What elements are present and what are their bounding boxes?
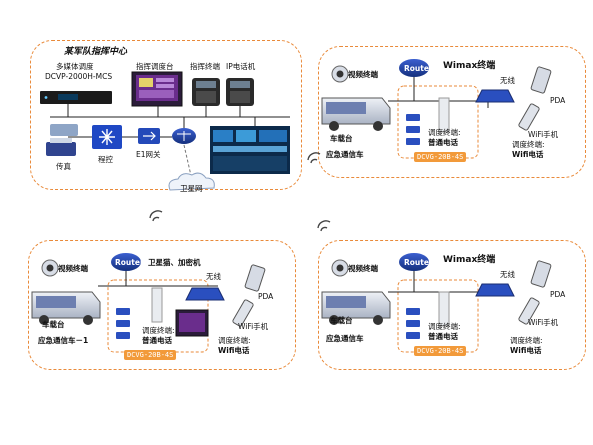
hq-e1-gateway-label: E1网关 xyxy=(136,150,161,159)
dispatch-console-icon xyxy=(131,71,183,107)
wimax-device-icon xyxy=(475,283,515,297)
dcvp-server-icon xyxy=(40,91,112,104)
left-vehicle-console-label: 车载台 xyxy=(42,320,65,329)
server-tower-icon xyxy=(438,291,450,327)
left-wifi-phone-label: WiFi手机 xyxy=(238,322,269,331)
top-dcvg-badge: DCVG-20B-4S xyxy=(414,152,467,162)
van-icon xyxy=(321,291,391,325)
right-wireless-label: 无线 xyxy=(500,270,515,279)
right-vehicle-console-label: 车载台 xyxy=(330,316,353,325)
hq-model-label: DCVP-2000H-MCS xyxy=(45,72,113,81)
satellite-cloud-icon xyxy=(168,172,215,191)
phone-set-icon xyxy=(116,308,130,339)
pda-icon xyxy=(530,66,552,94)
top-router-label: Router xyxy=(404,64,433,73)
right-dcvg-badge: DCVG-20B-4S xyxy=(414,346,467,356)
hq-panel xyxy=(30,40,302,190)
left-video-terminal-label: 视频终端 xyxy=(58,264,88,273)
hq-command-terminal-label: 指挥终端 xyxy=(190,62,220,71)
van-icon xyxy=(321,97,391,131)
server-tower-icon xyxy=(151,287,163,323)
top-vehicle-console-label: 车载台 xyxy=(330,134,353,143)
wifi-phone-icon xyxy=(518,103,540,131)
phone-set-icon xyxy=(406,114,420,145)
ip-phone-icon xyxy=(226,78,254,106)
right-ordinary-phone-label: 普通电话 xyxy=(428,332,458,341)
hq-dispatch-console-label: 指挥调度台 xyxy=(136,62,174,71)
top-pda-label: PDA xyxy=(550,96,566,105)
router-icon xyxy=(399,59,429,77)
left-dispatch-terminal-2-label: 调度终端: xyxy=(218,336,251,345)
vehicle-diagram-top xyxy=(321,59,552,159)
vehicle-left-panel xyxy=(28,240,296,370)
top-dispatch-terminal-2-label: 调度终端: xyxy=(512,140,545,149)
left-ordinary-phone-label: 普通电话 xyxy=(142,336,172,345)
router-icon xyxy=(111,253,141,271)
right-wimax-label: Wimax终端 xyxy=(443,255,496,265)
wifi-phone-icon xyxy=(232,299,254,327)
hq-title: 某军队指挥中心 xyxy=(64,47,128,57)
wimax-device-icon xyxy=(185,287,225,301)
hq-router-icon xyxy=(172,128,196,144)
right-router-label: Router xyxy=(404,258,433,267)
hq-diagram xyxy=(40,71,331,232)
left-pda-label: PDA xyxy=(258,292,274,301)
camera-icon xyxy=(41,259,59,277)
left-wireless-label: 无线 xyxy=(206,272,221,281)
left-satellite-crypto-label: 卫星猫、加密机 xyxy=(148,258,201,267)
top-wifi-phone-2-label: Wifi电话 xyxy=(512,150,544,159)
van-icon xyxy=(31,291,101,325)
control-room-image xyxy=(210,126,290,174)
top-video-terminal-label: 视频终端 xyxy=(348,70,378,79)
router-icon xyxy=(399,253,429,271)
hq-master-control-label: 程控 xyxy=(98,155,113,164)
left-dcvg-badge: DCVG-20B-4S xyxy=(124,350,177,360)
vehicle-top-panel xyxy=(318,46,586,178)
right-dispatch-terminal-label: 调度终端: xyxy=(428,322,461,331)
pda-icon xyxy=(244,264,266,292)
left-router-label: Router xyxy=(115,258,144,267)
hq-fax-label: 传真 xyxy=(56,162,71,171)
e1-gateway-icon xyxy=(138,128,160,144)
right-wifi-phone-2-label: Wifi电话 xyxy=(510,346,542,355)
top-emergency-vehicle-label: 应急通信车 xyxy=(326,150,364,159)
top-wifi-phone-label: WiFi手机 xyxy=(528,130,559,139)
right-dispatch-terminal-2-label: 调度终端: xyxy=(510,336,543,345)
vehicle-right-panel xyxy=(318,240,586,370)
top-wimax-label: Wimax终端 xyxy=(443,61,496,71)
hq-satellite-label: 卫星网 xyxy=(180,184,203,193)
server-tower-icon xyxy=(438,97,450,133)
top-dispatch-terminal-label: 调度终端: xyxy=(428,128,461,137)
wifi-phone-icon xyxy=(518,297,540,325)
phone-set-icon xyxy=(406,308,420,339)
right-video-terminal-label: 视频终端 xyxy=(348,264,378,273)
top-ordinary-phone-label: 普通电话 xyxy=(428,138,458,147)
wifi-signal-icon xyxy=(149,152,331,232)
command-terminal-icon xyxy=(192,78,220,106)
left-dispatch-terminal-label: 调度终端: xyxy=(142,326,175,335)
top-wireless-label: 无线 xyxy=(500,76,515,85)
hq-multimedia-label: 多媒体调度 xyxy=(56,62,94,71)
fax-icon xyxy=(46,124,78,156)
right-pda-label: PDA xyxy=(550,290,566,299)
camera-icon xyxy=(331,65,349,83)
master-control-icon xyxy=(92,125,122,149)
right-wifi-phone-label: WiFi手机 xyxy=(528,318,559,327)
pda-icon xyxy=(530,260,552,288)
wimax-device-icon xyxy=(475,89,515,103)
console-monitor-icon xyxy=(175,309,209,337)
vehicle-diagram-left xyxy=(31,253,266,353)
left-wifi-phone-2-label: Wifi电话 xyxy=(218,346,250,355)
left-emergency-vehicle-label: 应急通信车－1 xyxy=(38,336,89,345)
camera-icon xyxy=(331,259,349,277)
hq-ip-phone-label: IP电话机 xyxy=(226,62,256,71)
right-emergency-vehicle-label: 应急通信车 xyxy=(326,334,364,343)
vehicle-diagram-right xyxy=(321,253,552,353)
